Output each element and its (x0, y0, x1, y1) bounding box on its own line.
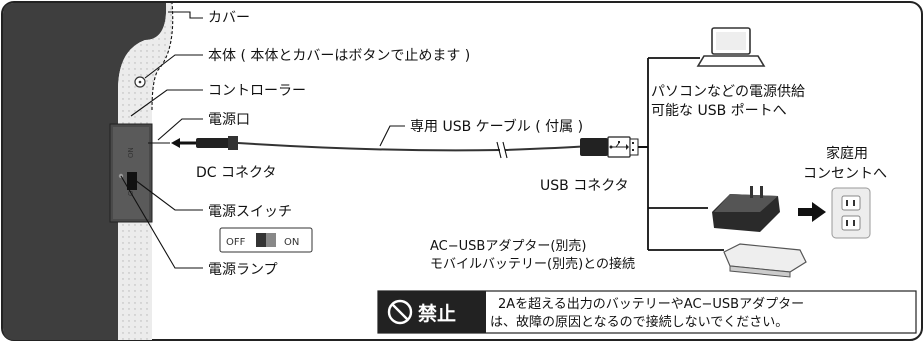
warning-badge: 禁止 (418, 302, 456, 325)
product-illustration: ON OFF (3, 2, 174, 340)
label-usb-connector: USB コネクタ (540, 178, 629, 194)
warning-line2: は、故障の原因となるので接続しないでください。 (490, 314, 788, 330)
warning-line1: 2Aを超える出力のバッテリーやAC−USBアダプター (498, 297, 804, 312)
cover-button-hole (138, 80, 142, 84)
switch-off-label: OFF (226, 237, 246, 248)
usb-cable-left (237, 142, 501, 152)
label-body: 本体 ( 本体とカバーはボタンで止めます ) (208, 48, 470, 64)
label-pc-line2: 可能な USB ポートへ (651, 103, 787, 119)
controller-switch (127, 172, 137, 190)
label-outlet-line2: コンセントへ (803, 166, 887, 182)
label-adapter-line1: AC−USBアダプター(別売) (430, 238, 586, 254)
usb-connector (580, 136, 648, 158)
label-usb-cable: 専用 USB ケーブル ( 付属 ) (410, 118, 583, 135)
warning-badge-bg (378, 291, 486, 333)
left-callouts (120, 11, 203, 269)
dc-connector (171, 136, 238, 150)
arrow-right-icon (798, 202, 826, 222)
switch-on-label: ON (284, 237, 299, 248)
branch-lines (647, 57, 724, 251)
label-cover: カバー (208, 10, 250, 26)
label-dc-connector: DC コネクタ (196, 165, 276, 181)
label-pc-line1: パソコンなどの電源供給 (651, 84, 805, 100)
warning-box: 禁止 2Aを超える出力のバッテリーやAC−USBアダプター は、故障の原因となる… (377, 290, 917, 334)
cable-callout (379, 125, 405, 147)
laptop-icon (696, 27, 766, 67)
cable-break-mark (496, 141, 508, 159)
label-outlet-line1: 家庭用 (826, 145, 868, 162)
label-power-lamp: 電源ランプ (208, 262, 278, 278)
label-controller: コントローラー (208, 83, 306, 99)
cover-panel (3, 3, 167, 340)
controller-on-mark: ON (127, 147, 135, 158)
label-power-switch: 電源スイッチ (208, 204, 292, 220)
wall-outlet-icon (831, 187, 871, 239)
label-power-port: 電源口 (208, 112, 250, 128)
dc-arrow-icon (171, 138, 180, 148)
usb-symbol-icon (609, 141, 629, 150)
mobile-battery-icon (723, 243, 807, 278)
prohibited-icon (387, 299, 413, 325)
switch-illustration: OFF ON (219, 227, 313, 253)
ac-adapter-icon (712, 186, 780, 232)
seam-line (151, 2, 174, 111)
label-adapter-line2: モバイルバッテリー(別売)との接続 (430, 256, 635, 272)
usb-cable-right (504, 145, 591, 151)
